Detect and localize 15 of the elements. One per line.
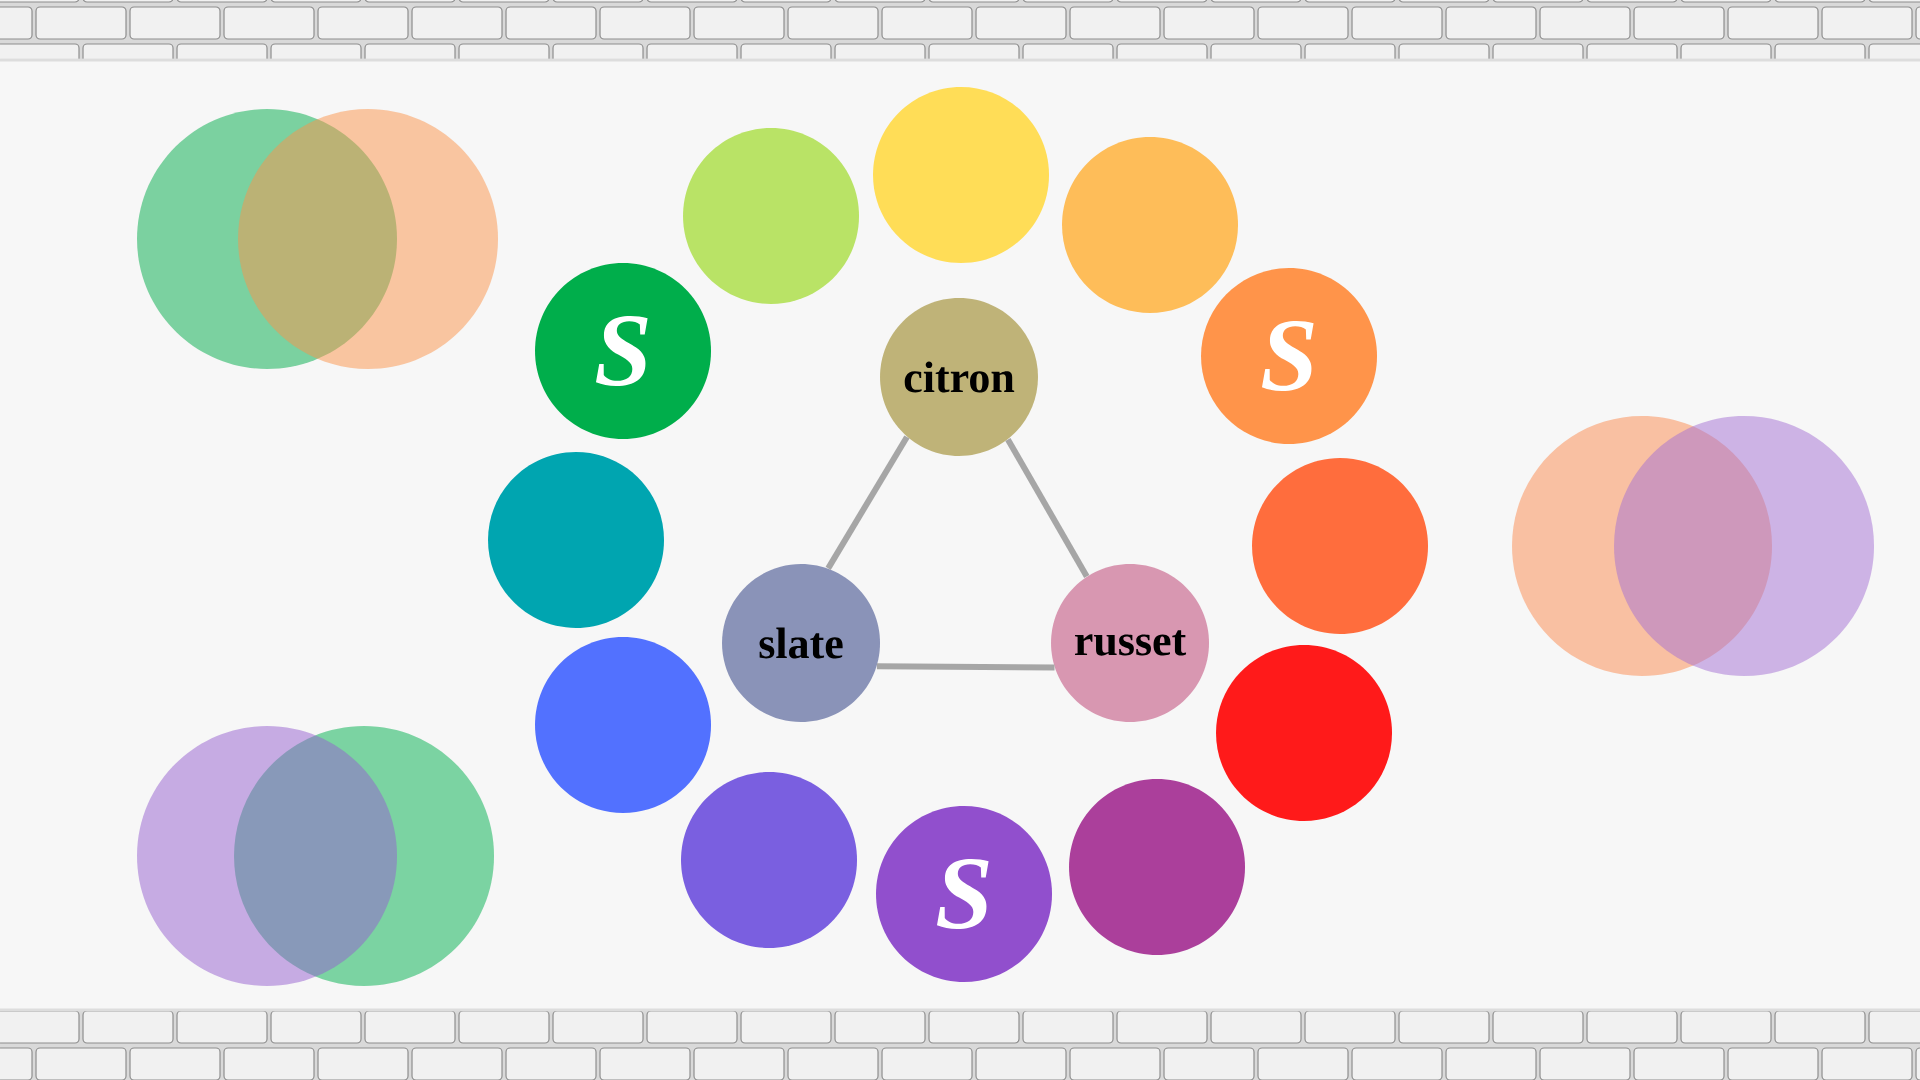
wheel-circle bbox=[535, 637, 711, 813]
wheel-circle bbox=[1216, 645, 1392, 821]
wheel-circle bbox=[1062, 137, 1238, 313]
overlap-circle bbox=[238, 109, 498, 369]
wheel-circle bbox=[1069, 779, 1245, 955]
wheel-circle bbox=[683, 128, 859, 304]
wheel-circle bbox=[873, 87, 1049, 263]
connector-line bbox=[825, 435, 910, 570]
overlap-circle bbox=[137, 726, 397, 986]
overlap-circle bbox=[1614, 416, 1874, 676]
wheel-circle bbox=[1252, 458, 1428, 634]
connector-line bbox=[1005, 438, 1090, 578]
wheel-circle bbox=[488, 452, 664, 628]
connector-line bbox=[876, 663, 1055, 671]
wheel-circle bbox=[681, 772, 857, 948]
